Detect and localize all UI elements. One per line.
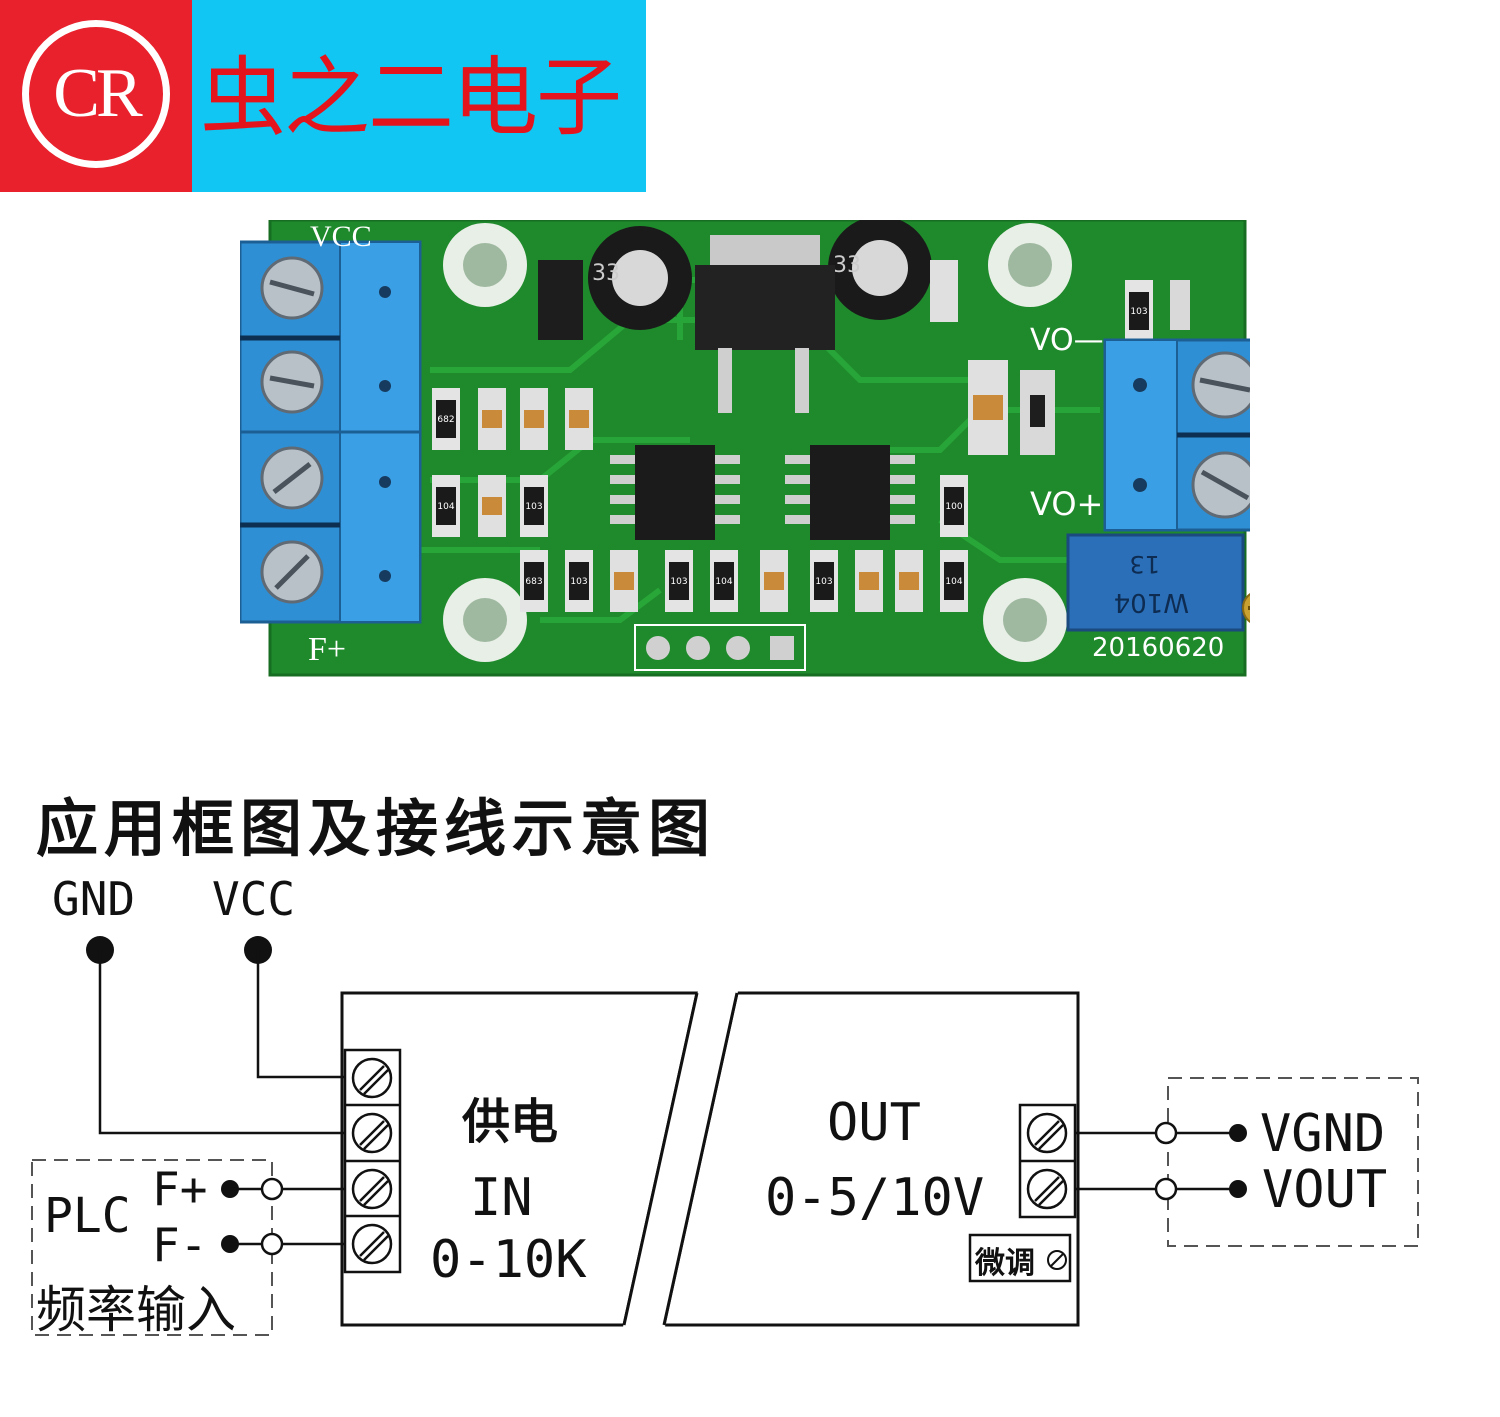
ic-chip: [785, 445, 915, 540]
smd-transistor: [538, 260, 583, 340]
resistor-code: 100: [945, 502, 962, 512]
electrolytic-capacitor: 33: [588, 226, 692, 330]
smd-led: [1170, 280, 1190, 330]
output-dashed-box: [1167, 1077, 1419, 1247]
mounting-hole: [983, 578, 1067, 662]
fplus-label: F+: [152, 1162, 208, 1216]
resistor-code: 103: [815, 577, 832, 587]
pot-number: 13: [1129, 550, 1160, 578]
banner-cyan-block: [192, 0, 646, 192]
smd-resistor: 103: [520, 475, 548, 537]
trim-pot-icon: [1047, 1250, 1067, 1270]
smd-capacitor: [930, 260, 958, 322]
resistor-code: 103: [1130, 307, 1147, 317]
smd-resistor: 100: [940, 475, 968, 537]
smd-resistor: 103: [810, 550, 838, 612]
resistor-code: 103: [525, 502, 542, 512]
resistor-code: 683: [525, 577, 542, 587]
cr-logo: CR: [22, 20, 170, 168]
diagram-title: 应用框图及接线示意图: [36, 792, 717, 865]
plc-label: PLC: [44, 1188, 131, 1244]
electrolytic-capacitors: 33 33: [588, 220, 932, 330]
screw-terminal: [351, 1223, 393, 1265]
resistor-code: 103: [670, 577, 687, 587]
trim-box: [968, 1233, 1072, 1283]
trim-label: 微调: [975, 1246, 1035, 1281]
silk-vo-plus: VO+: [1030, 485, 1103, 523]
trimmer-potentiometer: 13 W104: [1066, 533, 1250, 632]
wiring-diagram: 应用框图及接线示意图: [0, 700, 1500, 1417]
resistor-code: 104: [437, 502, 454, 512]
brand-banner: CR 虫之二电子: [0, 0, 646, 192]
pot-label: W104: [1114, 587, 1189, 617]
board-photo: 33 33 682 104 103 683 103: [240, 220, 1250, 677]
terminal-screws: [260, 256, 324, 604]
brand-name: 虫之二电子: [200, 48, 622, 148]
silk-date: 20160620: [1092, 633, 1224, 663]
resistor-code: 104: [715, 577, 732, 587]
mounting-hole: [443, 578, 527, 662]
output-terminals: [1018, 1103, 1077, 1219]
fminus-label: F-: [152, 1218, 208, 1272]
screw-terminal: [1026, 1168, 1068, 1210]
power-label: 供电: [462, 1094, 559, 1150]
smd-resistor: 104: [432, 475, 460, 537]
pot-adjust-screw: [1242, 593, 1250, 623]
vcc-label: VCC: [212, 872, 296, 926]
silk-vo-minus: VO—: [1030, 323, 1104, 358]
voltage-regulator: [695, 235, 835, 413]
plc-dashed-box: [31, 1159, 273, 1336]
vout-label: VOUT: [1262, 1160, 1388, 1220]
freq-input-label: 频率输入: [36, 1281, 236, 1339]
gnd-label: GND: [52, 872, 136, 926]
silk-fplus: F+: [308, 631, 346, 668]
diagram-lines: [31, 936, 1419, 1336]
input-terminals: [343, 1048, 402, 1274]
mounting-hole: [988, 223, 1072, 307]
vout-open-terminal: [1154, 1177, 1178, 1201]
terminal-block-output: [1103, 338, 1250, 532]
smd-resistor: 103: [665, 550, 693, 612]
gnd-wire: [98, 950, 345, 1135]
vgnd-node: [1229, 1124, 1247, 1142]
vgnd-open-terminal: [1154, 1121, 1178, 1145]
in-range-label: 0-10K: [430, 1230, 587, 1290]
smd-resistor: 682: [432, 388, 460, 450]
out-range-label: 0-5/10V: [765, 1168, 985, 1228]
mounting-holes: [443, 223, 1072, 662]
smd-resistor: 683: [520, 550, 548, 612]
in-label: IN: [470, 1168, 533, 1228]
resistor-code: 104: [945, 577, 962, 587]
silk-vcc: VCC: [310, 220, 372, 253]
logo-text: CR: [53, 55, 142, 132]
resistor-code: 103: [570, 577, 587, 587]
resistor-code: 682: [437, 415, 454, 425]
electrolytic-capacitor: 33: [828, 220, 932, 320]
header-pins: [634, 624, 806, 671]
vout-node: [1229, 1180, 1247, 1198]
screw-terminal: [351, 1057, 393, 1099]
cap-mark: 33: [833, 253, 861, 278]
fminus-open-terminal: [260, 1232, 284, 1256]
screw-terminal: [351, 1112, 393, 1154]
mounting-hole: [443, 223, 527, 307]
ic-chip: [610, 445, 740, 540]
out-label: OUT: [827, 1093, 921, 1153]
smd-components: 682 104 103 683 103 103 104 103 104 100 …: [432, 260, 1190, 612]
cap-mark: 33: [592, 261, 620, 286]
screw-terminal: [351, 1168, 393, 1210]
vcc-wire: [256, 950, 345, 1079]
terminal-block-input: [240, 240, 422, 624]
ic-chips: [610, 445, 915, 540]
smd-resistor: 103: [565, 550, 593, 612]
smd-resistor: 103: [1125, 280, 1153, 342]
screw-terminal: [1026, 1112, 1068, 1154]
vgnd-label: VGND: [1260, 1104, 1386, 1164]
terminal-wire-holes: [379, 286, 391, 582]
fplus-open-terminal: [260, 1177, 284, 1201]
smd-resistor: 104: [940, 550, 968, 612]
smd-resistor: 104: [710, 550, 738, 612]
